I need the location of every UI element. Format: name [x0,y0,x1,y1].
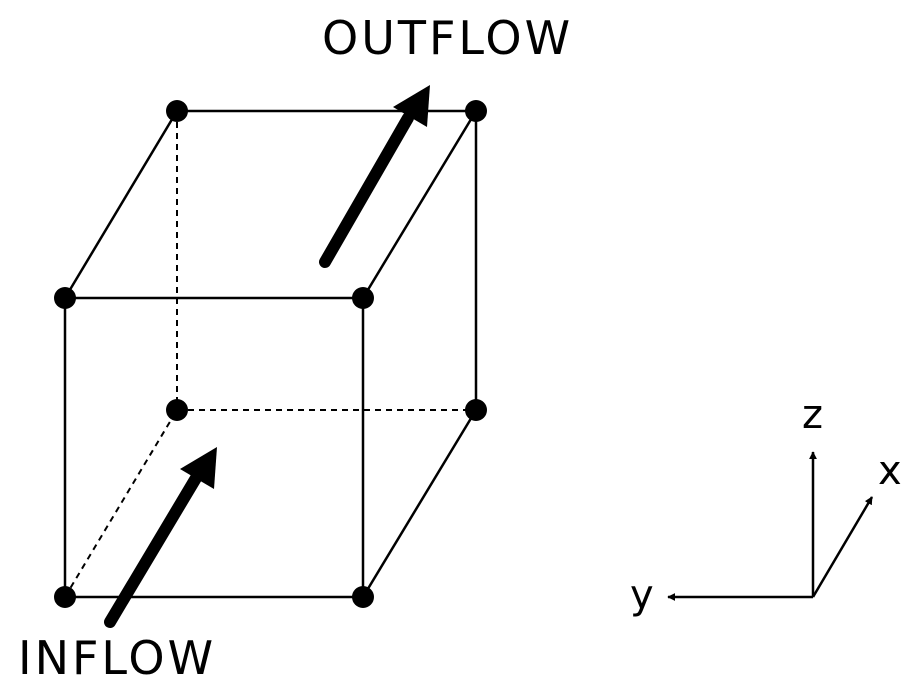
vertex-front-bottom-right [352,586,374,608]
cube-edge-top-left [63,110,179,299]
axis-z-label: z [802,392,823,438]
axis-x-line [811,496,874,598]
vertex-front-top-right [352,287,374,309]
outflow-label: OUTFLOW [322,11,573,65]
cube-hidden-edges [64,111,476,598]
cube-edge-hidden-diagonal [64,409,178,598]
cube-vertices [54,100,487,608]
axis-x-label: x [878,448,902,494]
cube-edge-top-right [361,110,478,299]
vertex-front-bottom-left [54,586,76,608]
inflow-label: INFLOW [18,631,216,685]
vertex-front-top-left [54,287,76,309]
axis-y-label: y [630,572,654,618]
inflow-arrow [104,447,217,628]
vertex-back-bottom-left [166,399,188,421]
cube-edge-bottom-right [361,409,478,598]
outflow-arrow [319,85,430,268]
cube [63,109,478,599]
vertex-back-top-left [166,100,188,122]
axes [667,451,874,601]
vertex-back-bottom-right [465,399,487,421]
vertex-back-top-right [465,100,487,122]
